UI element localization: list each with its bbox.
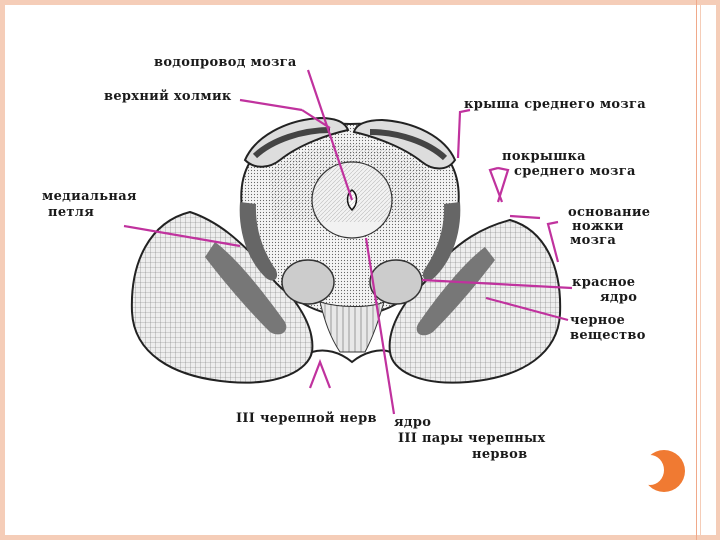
slide-border-right-line [696,0,697,540]
midbrain-section-illustration [40,52,656,470]
slide-border-bottom [0,535,720,540]
label-medial-lemniscus-1: медиальная [42,190,137,203]
label-aqueduct: водопровод мозга [154,56,297,69]
right-red-nucleus [370,260,422,304]
label-nucleus-3-1: ядро [394,416,431,429]
slide-border-right [716,0,720,540]
accent-circle-cutout [636,455,664,485]
oculomotor-fibers [320,302,384,352]
label-base-peduncle-3: мозга [570,234,616,247]
label-red-nucleus-2: ядро [600,291,637,304]
slide-border-top [0,0,720,5]
midbrain-diagram: водопровод мозга верхний холмик крыша ср… [40,52,656,470]
pointer-tegmentum-b [498,168,508,202]
label-nucleus-3-3: нервов [472,448,527,461]
pointer-superior-colliculus-a [240,100,302,110]
label-tegmentum-1: покрышка [502,150,586,163]
pointer-cranial-nerve [310,362,330,388]
pointer-tectum [458,110,470,158]
pointer-base-peduncle-b [510,216,540,218]
label-substantia-nigra-2: вещество [570,329,646,342]
label-red-nucleus-1: красное [572,276,635,289]
label-tegmentum-2: среднего мозга [514,165,636,178]
label-tectum: крыша среднего мозга [464,98,646,111]
slide-border-left [0,0,5,540]
label-cranial-nerve-3: III черепной нерв [236,412,377,425]
label-nucleus-3-2: III пары черепных [398,432,545,445]
label-medial-lemniscus-2: петля [48,206,94,219]
label-substantia-nigra-1: черное [570,314,625,327]
label-superior-colliculus: верхний холмик [104,90,232,103]
label-base-peduncle-1: основание [568,206,650,219]
left-red-nucleus [282,260,334,304]
slide-border-right-line-2 [700,0,701,540]
label-base-peduncle-2: ножки [572,220,624,233]
